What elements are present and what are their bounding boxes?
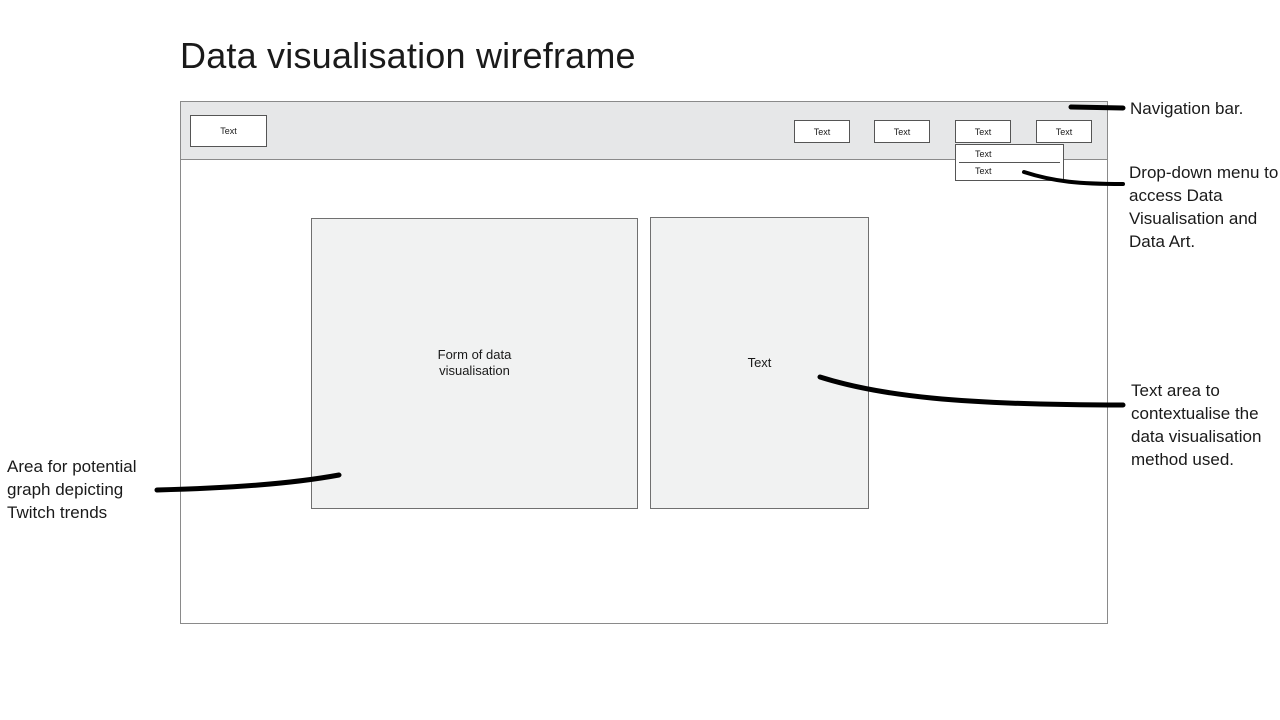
nav-item-4[interactable]: Text <box>1036 120 1092 143</box>
annotation-dropdown-menu: Drop-down menu to access Data Visualisat… <box>1129 163 1279 251</box>
logo-placeholder[interactable]: Text <box>190 115 267 147</box>
dropdown-item-1[interactable]: Text <box>975 149 992 159</box>
navigation-bar <box>180 101 1108 160</box>
annotation-text-area: Text area to contextualise the data visu… <box>1131 381 1262 469</box>
dropdown-menu: Text Text <box>955 144 1064 181</box>
nav-item-3[interactable]: Text <box>955 120 1011 143</box>
page-title: Data visualisation wireframe <box>180 35 636 76</box>
visualisation-panel: Form of data visualisation <box>311 218 638 509</box>
text-panel-label: Text <box>747 355 772 370</box>
nav-item-1[interactable]: Text <box>794 120 850 143</box>
visualisation-label-line-2: visualisation <box>439 363 510 378</box>
nav-item-2[interactable]: Text <box>874 120 930 143</box>
dropdown-item-2[interactable]: Text <box>975 166 992 176</box>
visualisation-label-line-1: Form of data <box>437 347 512 362</box>
text-panel: Text <box>650 217 869 509</box>
visualisation-panel-label: Form of data visualisation <box>312 347 637 379</box>
annotation-navigation-bar: Navigation bar. <box>1130 99 1244 118</box>
annotation-graph-area: Area for potential graph depicting Twitc… <box>7 457 137 522</box>
dropdown-divider <box>959 162 1060 163</box>
